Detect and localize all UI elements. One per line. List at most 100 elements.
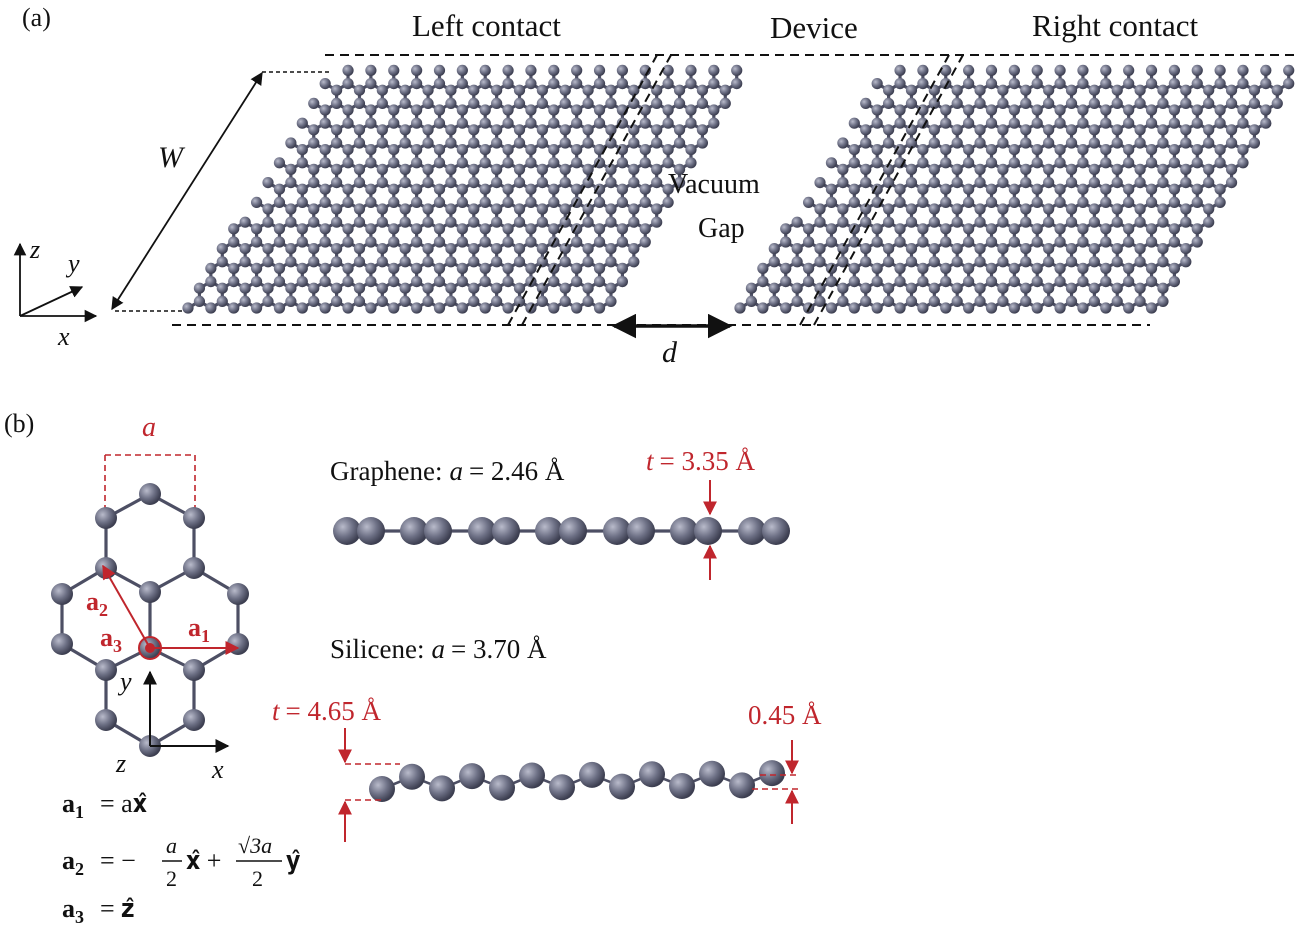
- atom: [708, 117, 720, 129]
- atom: [1180, 177, 1192, 189]
- equation-a2-prefix: = −: [100, 846, 136, 875]
- atom: [871, 276, 883, 288]
- atom: [536, 216, 548, 228]
- atom: [669, 773, 695, 799]
- atom: [1065, 243, 1078, 255]
- atom: [848, 262, 860, 274]
- atom: [411, 262, 423, 274]
- atom: [1191, 117, 1203, 129]
- atom: [1271, 97, 1283, 109]
- atom: [605, 256, 617, 268]
- atom: [1043, 137, 1055, 149]
- atom: [502, 144, 514, 156]
- atom: [399, 163, 411, 175]
- atom: [997, 243, 1009, 255]
- atom: [456, 262, 468, 274]
- atom: [365, 64, 377, 76]
- atom: [1123, 223, 1135, 235]
- atom: [593, 276, 606, 288]
- atom: [974, 243, 986, 255]
- atom: [479, 302, 491, 314]
- atom: [917, 117, 929, 129]
- atom: [399, 243, 411, 255]
- atom: [605, 243, 617, 255]
- atom: [1008, 223, 1020, 235]
- atom: [729, 772, 755, 799]
- atom: [848, 183, 860, 195]
- atom: [433, 157, 446, 169]
- atom: [1088, 203, 1100, 215]
- atom: [685, 144, 697, 156]
- atom: [974, 137, 986, 149]
- atom: [1248, 97, 1261, 109]
- atom: [525, 144, 537, 156]
- atom: [273, 262, 286, 274]
- atom: [673, 97, 686, 109]
- atom: [491, 84, 503, 96]
- atom: [365, 302, 377, 314]
- atom: [250, 223, 263, 235]
- atom: [963, 223, 975, 235]
- atom: [802, 236, 815, 248]
- atom: [582, 282, 594, 294]
- atom: [951, 282, 963, 294]
- atom: [513, 256, 526, 268]
- atom: [342, 104, 354, 116]
- atom: [848, 157, 860, 169]
- atom: [1237, 104, 1249, 116]
- atom: [1008, 157, 1020, 169]
- atom: [296, 276, 308, 288]
- atom: [883, 163, 895, 175]
- atom: [593, 78, 606, 90]
- atom: [1111, 243, 1123, 255]
- atom: [411, 183, 423, 195]
- atom: [1077, 78, 1089, 90]
- atom: [479, 262, 491, 274]
- atom: [883, 216, 895, 228]
- atom: [548, 157, 560, 169]
- atom: [1260, 78, 1272, 90]
- atom: [468, 243, 480, 255]
- equation-a2-yhat: 𝐲̂: [286, 846, 301, 875]
- atom: [1145, 276, 1158, 288]
- atom: [468, 124, 480, 136]
- atom: [905, 256, 918, 268]
- atom: [1008, 183, 1020, 195]
- atom: [1008, 276, 1020, 288]
- atom: [342, 157, 354, 169]
- atom: [605, 124, 617, 136]
- atom: [273, 276, 286, 288]
- atom: [928, 256, 940, 268]
- atom: [376, 203, 388, 215]
- atom: [917, 144, 929, 156]
- atom: [1191, 196, 1203, 208]
- atom: [757, 276, 769, 288]
- atom: [997, 216, 1009, 228]
- atom: [479, 223, 491, 235]
- atom: [422, 137, 434, 149]
- atom: [422, 84, 434, 96]
- atom: [871, 236, 883, 248]
- atom: [1180, 124, 1192, 136]
- atom: [905, 203, 918, 215]
- atom: [616, 223, 628, 235]
- atom: [905, 282, 918, 294]
- atom: [985, 223, 998, 235]
- atom: [814, 256, 826, 268]
- atom: [985, 183, 998, 195]
- atom: [745, 282, 758, 294]
- axis-y-label: y: [65, 249, 80, 278]
- atom: [388, 236, 400, 248]
- atom: [997, 203, 1009, 215]
- atom: [917, 262, 929, 274]
- atom: [433, 223, 446, 235]
- atom: [928, 295, 940, 307]
- atom: [445, 243, 457, 255]
- atom: [1065, 216, 1078, 228]
- equation-a1-rhs: = a𝐱̂: [100, 789, 147, 818]
- atom: [479, 183, 491, 195]
- atom: [525, 183, 537, 195]
- atom: [1145, 302, 1158, 314]
- atom: [616, 262, 628, 274]
- atom: [433, 196, 446, 208]
